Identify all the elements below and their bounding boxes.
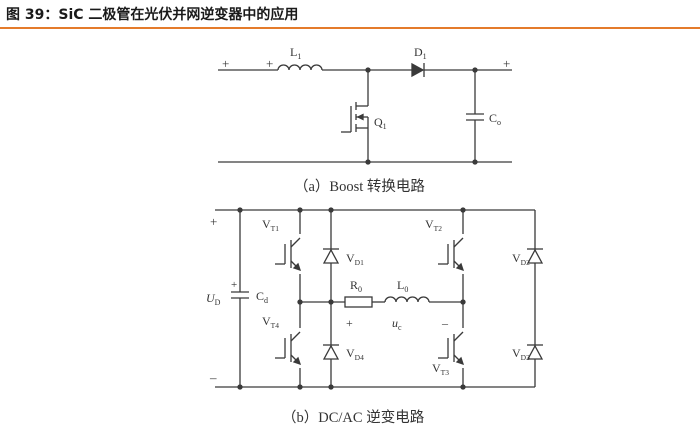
label-vd2: VD2 <box>512 251 530 267</box>
label-r0: R0 <box>350 278 362 294</box>
figure-title: 图 39：SiC 二极管在光伏并网逆变器中的应用 <box>6 7 299 23</box>
label-vd3: VD3 <box>512 346 530 362</box>
mosfet-q1 <box>341 70 369 162</box>
capacitor-cd <box>231 210 249 387</box>
caption-b: （b）DC/AC 逆变电路 <box>282 409 425 426</box>
circuit-labels: + + + L1 D1 Q1 Co （a）Boost 转换电路 + – UD +… <box>206 45 530 426</box>
label-uc: uc <box>392 316 402 332</box>
header-accent-line <box>0 27 700 29</box>
label-l1: L1 <box>290 45 301 61</box>
boost-circuit <box>218 62 512 165</box>
capacitor-co <box>466 70 484 162</box>
label-d1: D1 <box>414 45 427 61</box>
diode-vd3 <box>526 344 544 360</box>
label-q1: Q1 <box>374 115 387 131</box>
boost-in-plus-2: + <box>266 56 273 71</box>
label-vt4: VT4 <box>262 314 279 330</box>
label-l0: L0 <box>397 278 408 294</box>
resistor-r0 <box>344 296 373 308</box>
diode-vd2 <box>526 248 544 264</box>
label-vt3: VT3 <box>432 361 449 377</box>
igbt-vt2 <box>438 234 468 274</box>
inverter-plus: + <box>210 214 217 229</box>
label-ud: UD <box>206 291 221 307</box>
label-vd4: VD4 <box>346 346 364 362</box>
igbt-vt3 <box>438 328 468 368</box>
inductor-l1 <box>277 64 323 71</box>
label-vt2: VT2 <box>425 217 442 233</box>
uc-plus: + <box>346 316 353 330</box>
label-vd1: VD1 <box>346 251 364 267</box>
inductor-l0 <box>384 296 430 303</box>
label-co: Co <box>489 111 501 127</box>
caption-a: （a）Boost 转换电路 <box>294 178 425 195</box>
label-vt1: VT1 <box>262 217 279 233</box>
diode-vd1 <box>322 248 340 264</box>
cd-plus: + <box>231 279 237 291</box>
boost-in-plus-1: + <box>222 56 229 71</box>
boost-out-plus: + <box>503 56 510 71</box>
diode-vd4 <box>322 344 340 360</box>
label-cd: Cd <box>256 289 268 305</box>
inverter-minus: – <box>209 370 217 385</box>
igbt-vt4 <box>275 328 305 368</box>
igbt-vt1 <box>275 234 305 274</box>
uc-minus: – <box>441 316 449 330</box>
diode-d1 <box>411 62 425 78</box>
figure-header: 图 39：SiC 二极管在光伏并网逆变器中的应用 <box>0 0 700 29</box>
inverter-circuit <box>215 207 544 390</box>
